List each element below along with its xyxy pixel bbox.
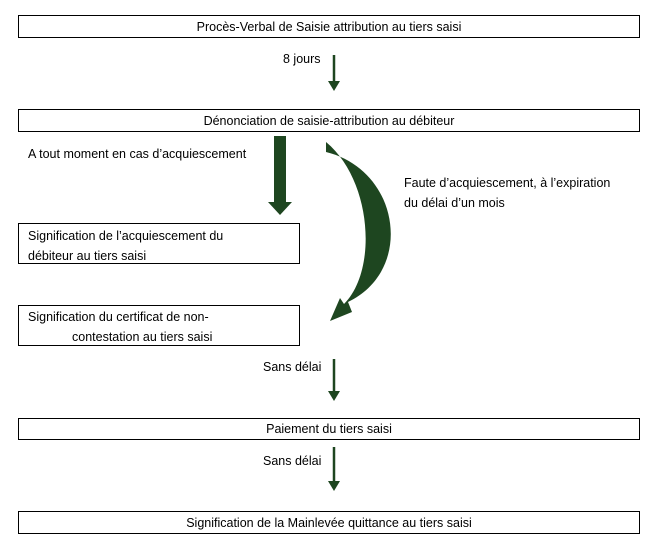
label-sans-delai-2: Sans délai [263,454,322,468]
step-proces-verbal: Procès-Verbal de Saisie attribution au t… [18,15,640,38]
step-certificat-line1: Signification du certificat de non- [28,310,209,324]
label-tout-moment: A tout moment en cas d’acquiescement [28,147,247,161]
step-acquiescement-line2: débiteur au tiers saisi [28,249,147,263]
step-paiement: Paiement du tiers saisi [18,418,640,440]
arrow-curved-faute [326,142,391,321]
arrow-8-jours [328,55,340,91]
step-mainlevee: Signification de la Mainlevée quittance … [18,511,640,534]
step-acquiescement-line1: Signification de l’acquiescement du [28,229,224,243]
step-denonciation: Dénonciation de saisie-attribution au dé… [18,109,640,132]
arrow-sans-delai-2 [328,447,340,491]
step-denonciation-label: Dénonciation de saisie-attribution au dé… [203,113,455,128]
step-mainlevee-label: Signification de la Mainlevée quittance … [186,515,472,530]
arrow-tout-moment [268,136,292,215]
step-paiement-label: Paiement du tiers saisi [266,422,392,436]
step-certificat-line2: contestation au tiers saisi [72,330,213,344]
label-faute-line1: Faute d’acquiescement, à l’expiration [404,176,611,190]
label-sans-delai-1: Sans délai [263,360,322,374]
step-proces-verbal-label: Procès-Verbal de Saisie attribution au t… [196,19,462,34]
label-faute-line2: du délai d’un mois [404,196,505,210]
step-certificat: Signification du certificat de non- cont… [18,305,300,346]
arrow-sans-delai-1 [328,359,340,401]
label-8-jours: 8 jours [283,52,321,66]
step-acquiescement: Signification de l’acquiescement du débi… [18,223,300,264]
